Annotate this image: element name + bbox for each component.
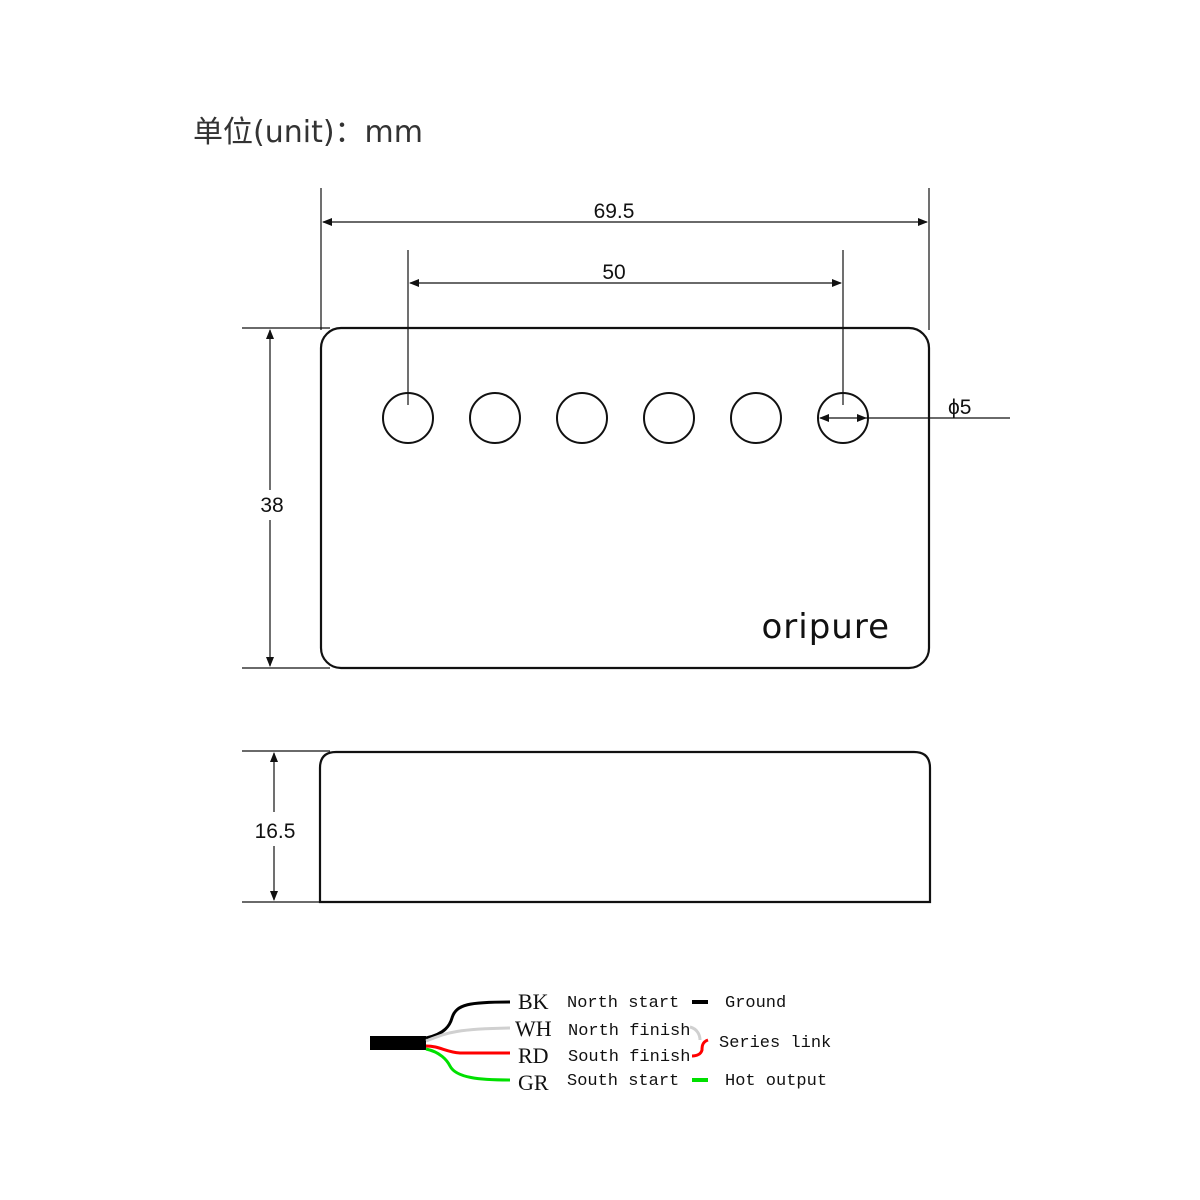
series-link-red [691, 1038, 709, 1058]
diameter-label: ϕ5 [948, 396, 971, 419]
hot-output-label: Hot output [725, 1072, 827, 1091]
pole-hole [556, 392, 608, 444]
side-view [242, 750, 932, 904]
coil-label: North start [567, 994, 679, 1013]
wire-code: GR [518, 1070, 549, 1095]
brand-logo: oripure [761, 607, 890, 647]
series-link-white [689, 1025, 702, 1041]
pole-hole [469, 392, 521, 444]
wiring-diagram [370, 1000, 709, 1082]
wire-green [425, 1047, 511, 1082]
wire-code: BK [518, 989, 549, 1014]
width-label: 69.5 [594, 200, 635, 223]
ground-label: Ground [725, 994, 786, 1013]
coil-label: South start [567, 1072, 679, 1091]
top-view [242, 188, 1010, 670]
wire-black [425, 1000, 511, 1040]
pole-hole [643, 392, 695, 444]
unit-label: 单位(unit)：mm [193, 115, 423, 150]
pickup-side-outline [318, 750, 932, 904]
pickup-cover-outline [319, 326, 931, 670]
coil-label: North finish [568, 1022, 690, 1041]
height-label: 38 [260, 494, 283, 517]
spacing-label: 50 [602, 261, 625, 284]
pole-hole [730, 392, 782, 444]
pole-holes [382, 392, 869, 444]
wire-white [425, 1026, 511, 1043]
wire-code: RD [518, 1043, 549, 1068]
coil-label: South finish [568, 1048, 690, 1067]
wire-code: WH [515, 1016, 552, 1041]
cable [370, 1036, 426, 1050]
depth-label: 16.5 [255, 820, 296, 843]
series-link-label: Series link [719, 1034, 831, 1053]
wire-red [425, 1044, 510, 1055]
pole-hole [382, 392, 434, 444]
